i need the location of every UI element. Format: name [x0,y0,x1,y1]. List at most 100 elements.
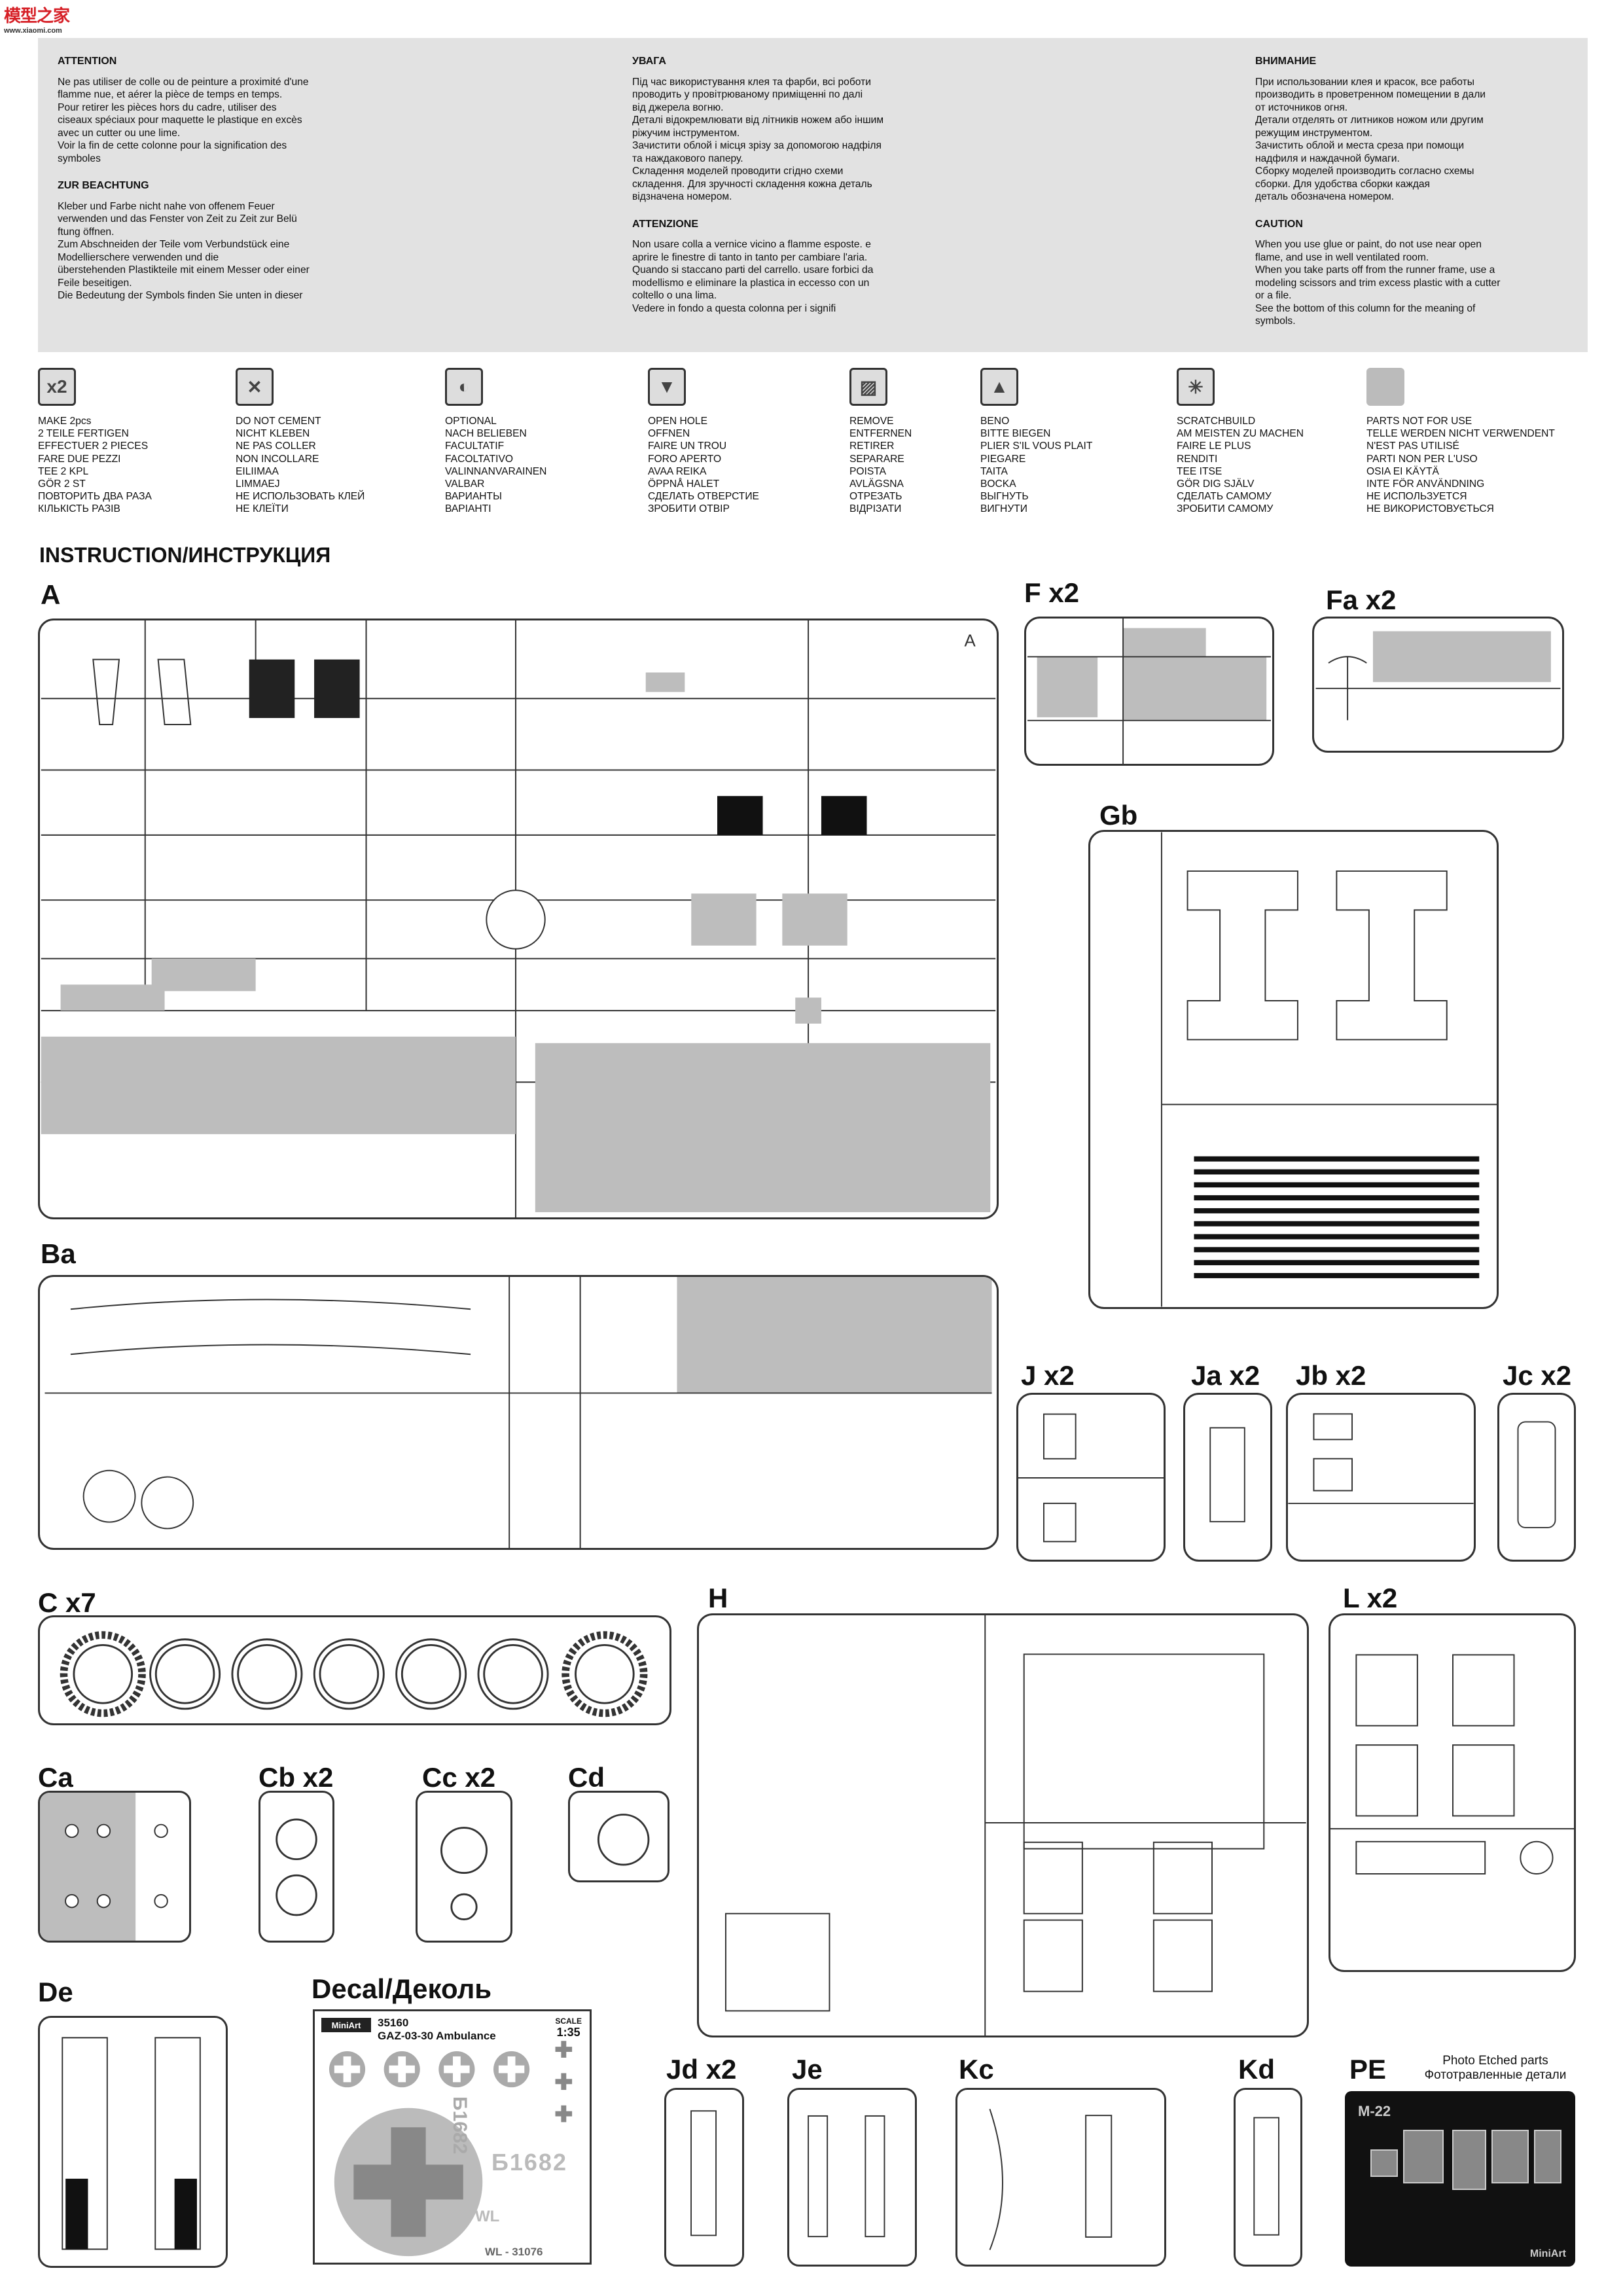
red-cross-decals [329,2041,573,2257]
miniart-logo: MiniArt [321,2018,371,2032]
scratchbuild-icon: ✳ [1177,368,1215,406]
sprue-label-l: L x2 [1343,1583,1398,1613]
sprue-cd-drawing [597,1814,650,1866]
sprue-ca-drawing [40,1793,168,1941]
sprue-c [38,1615,671,1725]
pe-parts [1370,2130,1561,2190]
sprue-de-drawing [62,2037,201,2250]
sprue-label-kc: Kc [959,2054,994,2085]
sprue-label-f: F x2 [1024,577,1080,608]
sprue-ba-drawing [45,1277,992,1548]
decal-name: GAZ-03-30 Ambulance [378,2030,496,2042]
sprue-label-jd: Jd x2 [666,2054,737,2085]
remove-icon: ▨ [849,368,887,406]
sprue-label-pe: PE [1349,2054,1387,2085]
sprue-ja [1183,1393,1272,1562]
do-not-cement-icon: ✕ [236,368,274,406]
sprue-gb [1088,830,1499,1309]
svg-text:A: A [965,632,976,651]
sprue-kc-drawing [989,2109,1113,2250]
sprue-l [1329,1613,1576,1972]
sprue-je [787,2088,917,2267]
bend-icon: ▲ [980,368,1018,406]
warning-heading: CAUTION [1255,218,1303,230]
decal-plate-2: Б1682 [449,2096,471,2155]
decal-label: Decal/Деколь [312,1973,492,2004]
decal-wl: WL [475,2208,500,2225]
sprue-label-c: C x7 [38,1587,96,1618]
decal-number: 35160 [378,2017,409,2029]
sprue-label-de: De [38,1977,73,2007]
sprue-cb [259,1791,334,1943]
sprue-jd [664,2088,744,2267]
sprue-de [38,2016,228,2268]
sprue-label-ja: Ja x2 [1191,1360,1260,1391]
warning-column-1: ATTENTION Ne pas utiliser de colle ou de… [58,38,398,302]
sprue-kc [955,2088,1166,2267]
sprue-label-jc: Jc x2 [1503,1360,1572,1391]
sprue-jc [1497,1393,1576,1562]
sprue-label-j: J x2 [1021,1360,1075,1391]
photo-etched-fret: M-22 MiniArt [1345,2091,1575,2267]
sprue-label-ba: Ba [41,1238,76,1269]
sprue-label-h: H [708,1583,728,1613]
warning-heading: ZUR BEACHTUNG [58,180,149,191]
decal-registration: WL - 31076 [485,2246,543,2258]
decal-graphics [329,2041,573,2257]
instruction-title: INSTRUCTION/ИНСТРУКЦИЯ [39,543,331,567]
sprue-c-drawing [60,1631,648,1717]
sprue-label-ca: Ca [38,1762,73,1793]
sprue-label-gb: Gb [1099,800,1138,831]
warning-heading: ATTENZIONE [632,218,699,230]
warning-heading: ATTENTION [58,56,117,67]
sprue-label-cd: Cd [568,1762,605,1793]
sprue-a: A [38,619,999,1219]
sprue-label-fa: Fa x2 [1326,584,1397,615]
sprue-label-je: Je [792,2054,823,2085]
open-hole-icon: ▼ [648,368,686,406]
sprue-f [1024,617,1274,766]
pe-logo: MiniArt [1529,2248,1566,2259]
sprue-jd-drawing [690,2110,717,2236]
sprue-l-drawing [1330,1654,1574,1874]
sprue-f-drawing [1027,619,1271,764]
sprue-label-a: A [41,579,61,610]
sprue-ja-drawing [1209,1427,1245,1522]
sprue-fa-drawing [1315,631,1561,721]
decal-plate-1: Б1682 [491,2149,567,2176]
not-for-use-icon [1366,368,1404,406]
sprue-cd [568,1791,669,1882]
pe-mark: M-22 [1358,2103,1391,2119]
sprue-fa [1312,617,1564,753]
sprue-je-drawing [808,2115,885,2238]
sprue-label-cb: Cb x2 [259,1762,334,1793]
sprue-cc [416,1791,512,1943]
optional-icon: ◐ [445,368,483,406]
sprue-label-jb: Jb x2 [1296,1360,1366,1391]
sprue-h [697,1613,1309,2037]
sprue-kd [1234,2088,1302,2267]
sprue-a-drawing: A [41,620,996,1217]
sprue-j [1016,1393,1166,1562]
sprue-ba [38,1275,999,1550]
warning-column-3: ВНИМАНИЕ При использовании клея и красок… [1255,38,1596,328]
warnings-panel: ATTENTION Ne pas utiliser de colle ou de… [38,38,1588,352]
sprue-j-drawing [1018,1413,1164,1543]
warning-heading: ВНИМАНИЕ [1255,56,1317,67]
warning-heading: УВАГА [632,56,666,67]
sprue-label-kd: Kd [1238,2054,1275,2085]
make-two-icon: x2 [38,368,76,406]
warning-column-2: УВАГА Під час використування клея та фар… [632,38,972,315]
sprue-jb [1286,1393,1476,1562]
